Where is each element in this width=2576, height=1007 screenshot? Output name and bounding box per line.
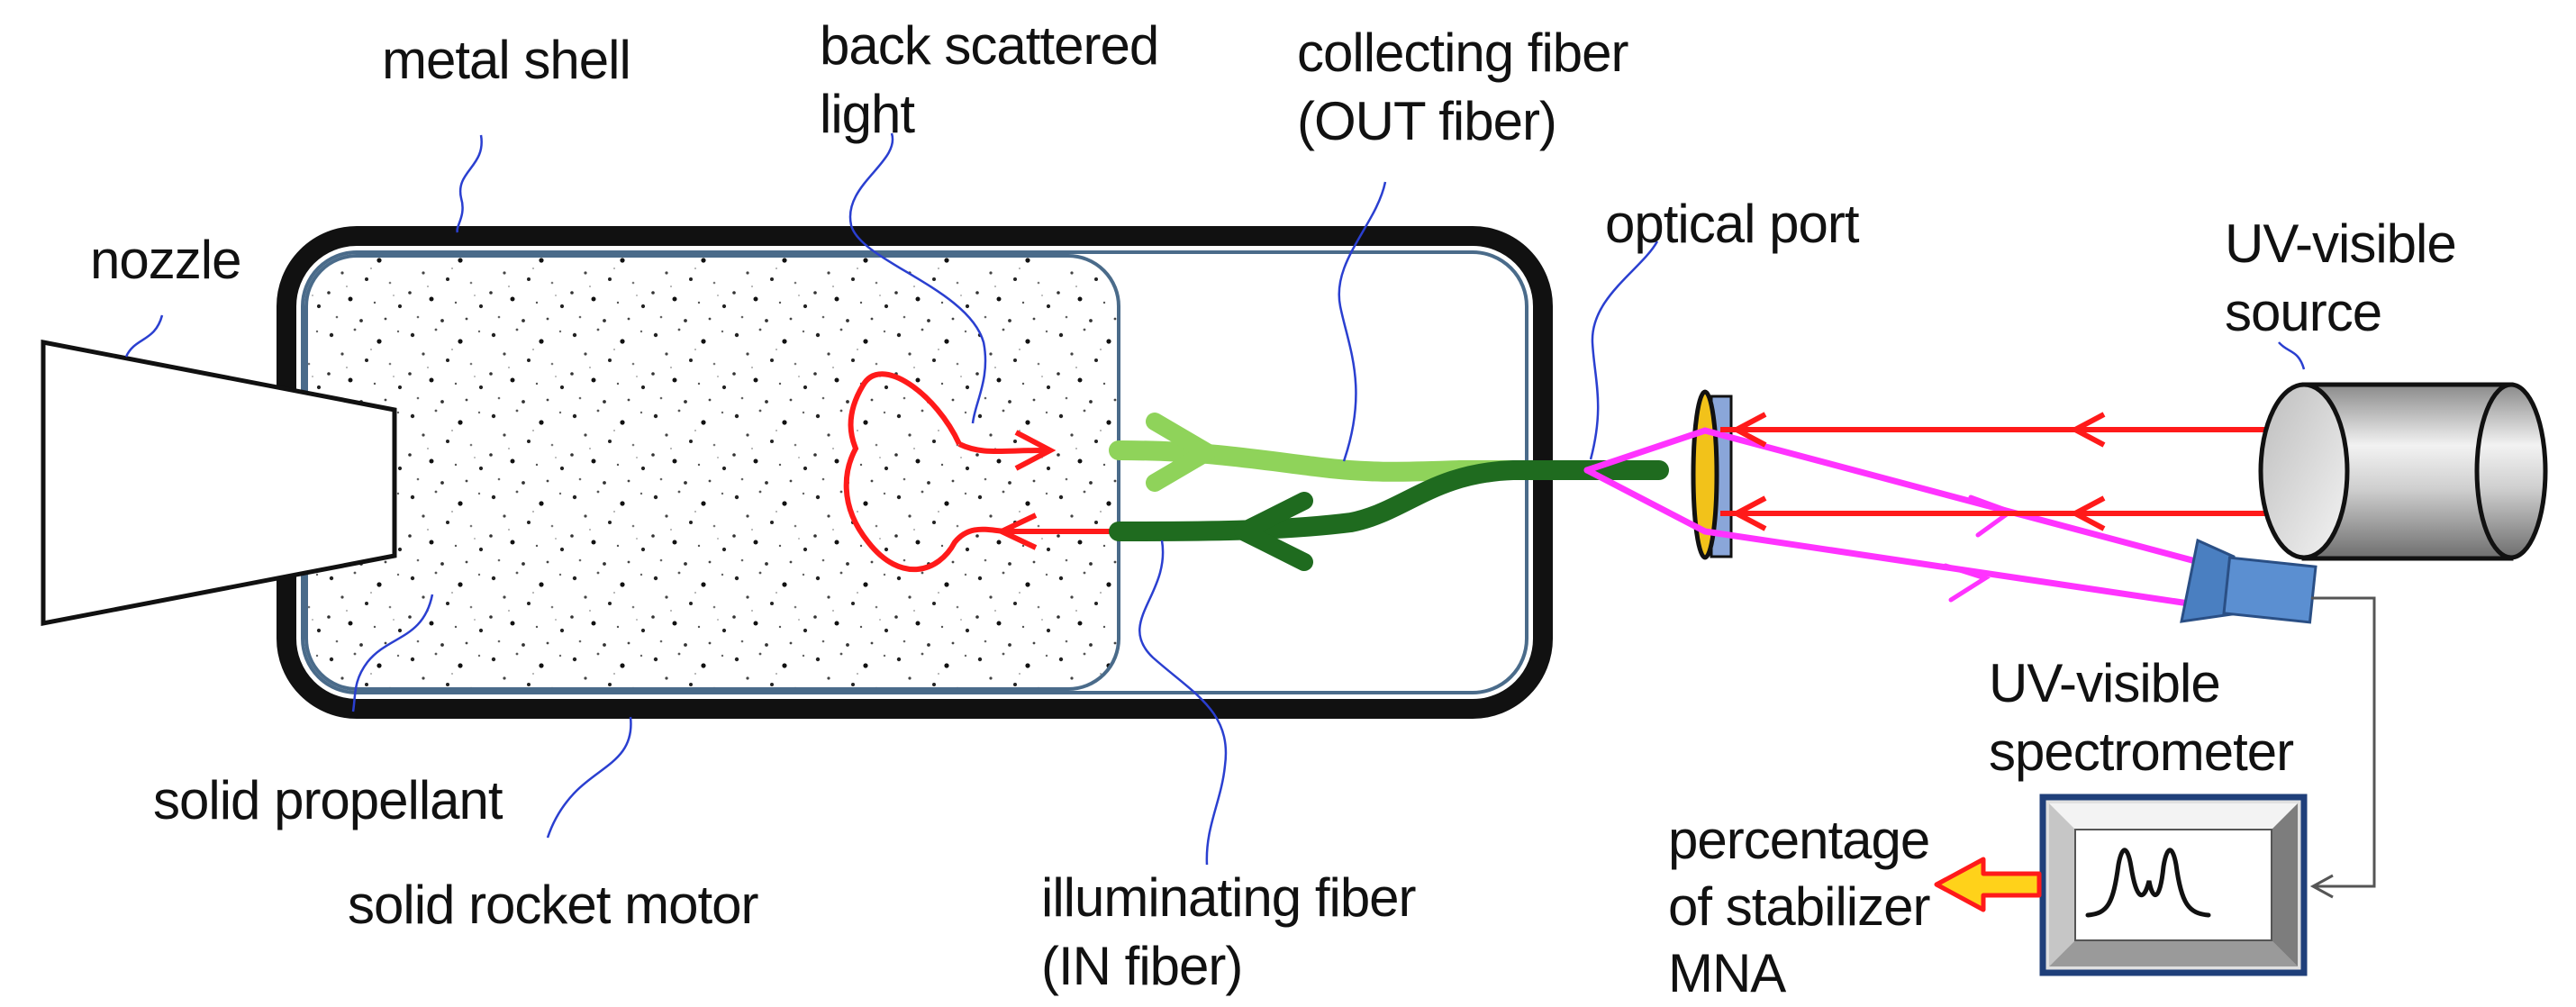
illuminating-fiber bbox=[1109, 460, 1669, 541]
solid-rocket-motor bbox=[277, 226, 1553, 719]
collecting-fiber bbox=[1109, 440, 1597, 482]
scatter-arrow-head-out bbox=[1014, 430, 1057, 471]
leader-optical-port bbox=[1589, 240, 1659, 460]
monitor-screen bbox=[2074, 829, 2272, 941]
signal-cable-head bbox=[2309, 874, 2334, 899]
label-back-scattered-line1: back scattered bbox=[820, 15, 1159, 76]
label-optical-port: optical port bbox=[1605, 194, 1859, 254]
leader-solid-propellant bbox=[351, 594, 434, 712]
label-solid-propellant: solid propellant bbox=[153, 770, 503, 830]
label-uv-spectrometer-line1: UV-visible bbox=[1989, 653, 2221, 713]
label-uv-source-line2: source bbox=[2225, 282, 2382, 342]
label-percentage-line2: of stabilizer bbox=[1668, 876, 1930, 937]
uv-visible-source bbox=[2258, 382, 2548, 561]
scatter-arrow-head-in bbox=[994, 513, 1038, 550]
uv-visible-spectrometer bbox=[2039, 794, 2308, 976]
source-face bbox=[2258, 382, 2350, 560]
leader-nozzle bbox=[124, 314, 164, 358]
label-solid-rocket-motor: solid rocket motor bbox=[348, 875, 758, 935]
output-arrow bbox=[1934, 857, 2042, 912]
label-back-scattered-line2: light bbox=[820, 84, 915, 144]
back-scattered-light bbox=[843, 371, 1010, 572]
source-beams bbox=[1720, 412, 2326, 531]
signal-cable bbox=[2311, 596, 2376, 888]
leader-collecting-fiber bbox=[1338, 181, 1387, 462]
label-collecting-fiber-line1: collecting fiber bbox=[1297, 23, 1629, 83]
label-nozzle: nozzle bbox=[90, 230, 241, 290]
label-uv-spectrometer-line2: spectrometer bbox=[1989, 721, 2294, 782]
leader-metal-shell bbox=[456, 134, 483, 233]
label-uv-source-line1: UV-visible bbox=[2225, 213, 2457, 274]
label-illuminating-fiber-line1: illuminating fiber bbox=[1041, 867, 1417, 928]
leader-back-scattered bbox=[848, 132, 987, 424]
spectrum-trace bbox=[2085, 848, 2211, 918]
label-percentage-line3: MNA bbox=[1668, 943, 1786, 1003]
leader-solid-rocket-motor bbox=[546, 716, 632, 839]
label-illuminating-fiber-line2: (IN fiber) bbox=[1041, 936, 1243, 996]
reflected-beams bbox=[1583, 427, 2206, 607]
solid-propellant-grain bbox=[304, 254, 1120, 691]
leader-lines bbox=[124, 132, 2306, 866]
illuminating-fiber-arrow bbox=[1234, 492, 1313, 571]
spectrometer-probe bbox=[2180, 538, 2317, 624]
nozzle bbox=[41, 339, 397, 627]
label-metal-shell: metal shell bbox=[382, 30, 631, 90]
leader-uv-source bbox=[2278, 341, 2306, 370]
collecting-fiber-arrow bbox=[1146, 413, 1216, 492]
leader-illuminating-fiber bbox=[1138, 540, 1228, 866]
source-back-cap bbox=[2474, 382, 2548, 560]
scatter-arrow-out bbox=[957, 441, 1046, 454]
label-collecting-fiber-line2: (OUT fiber) bbox=[1297, 91, 1557, 151]
label-percentage-line1: percentage bbox=[1668, 810, 1930, 870]
